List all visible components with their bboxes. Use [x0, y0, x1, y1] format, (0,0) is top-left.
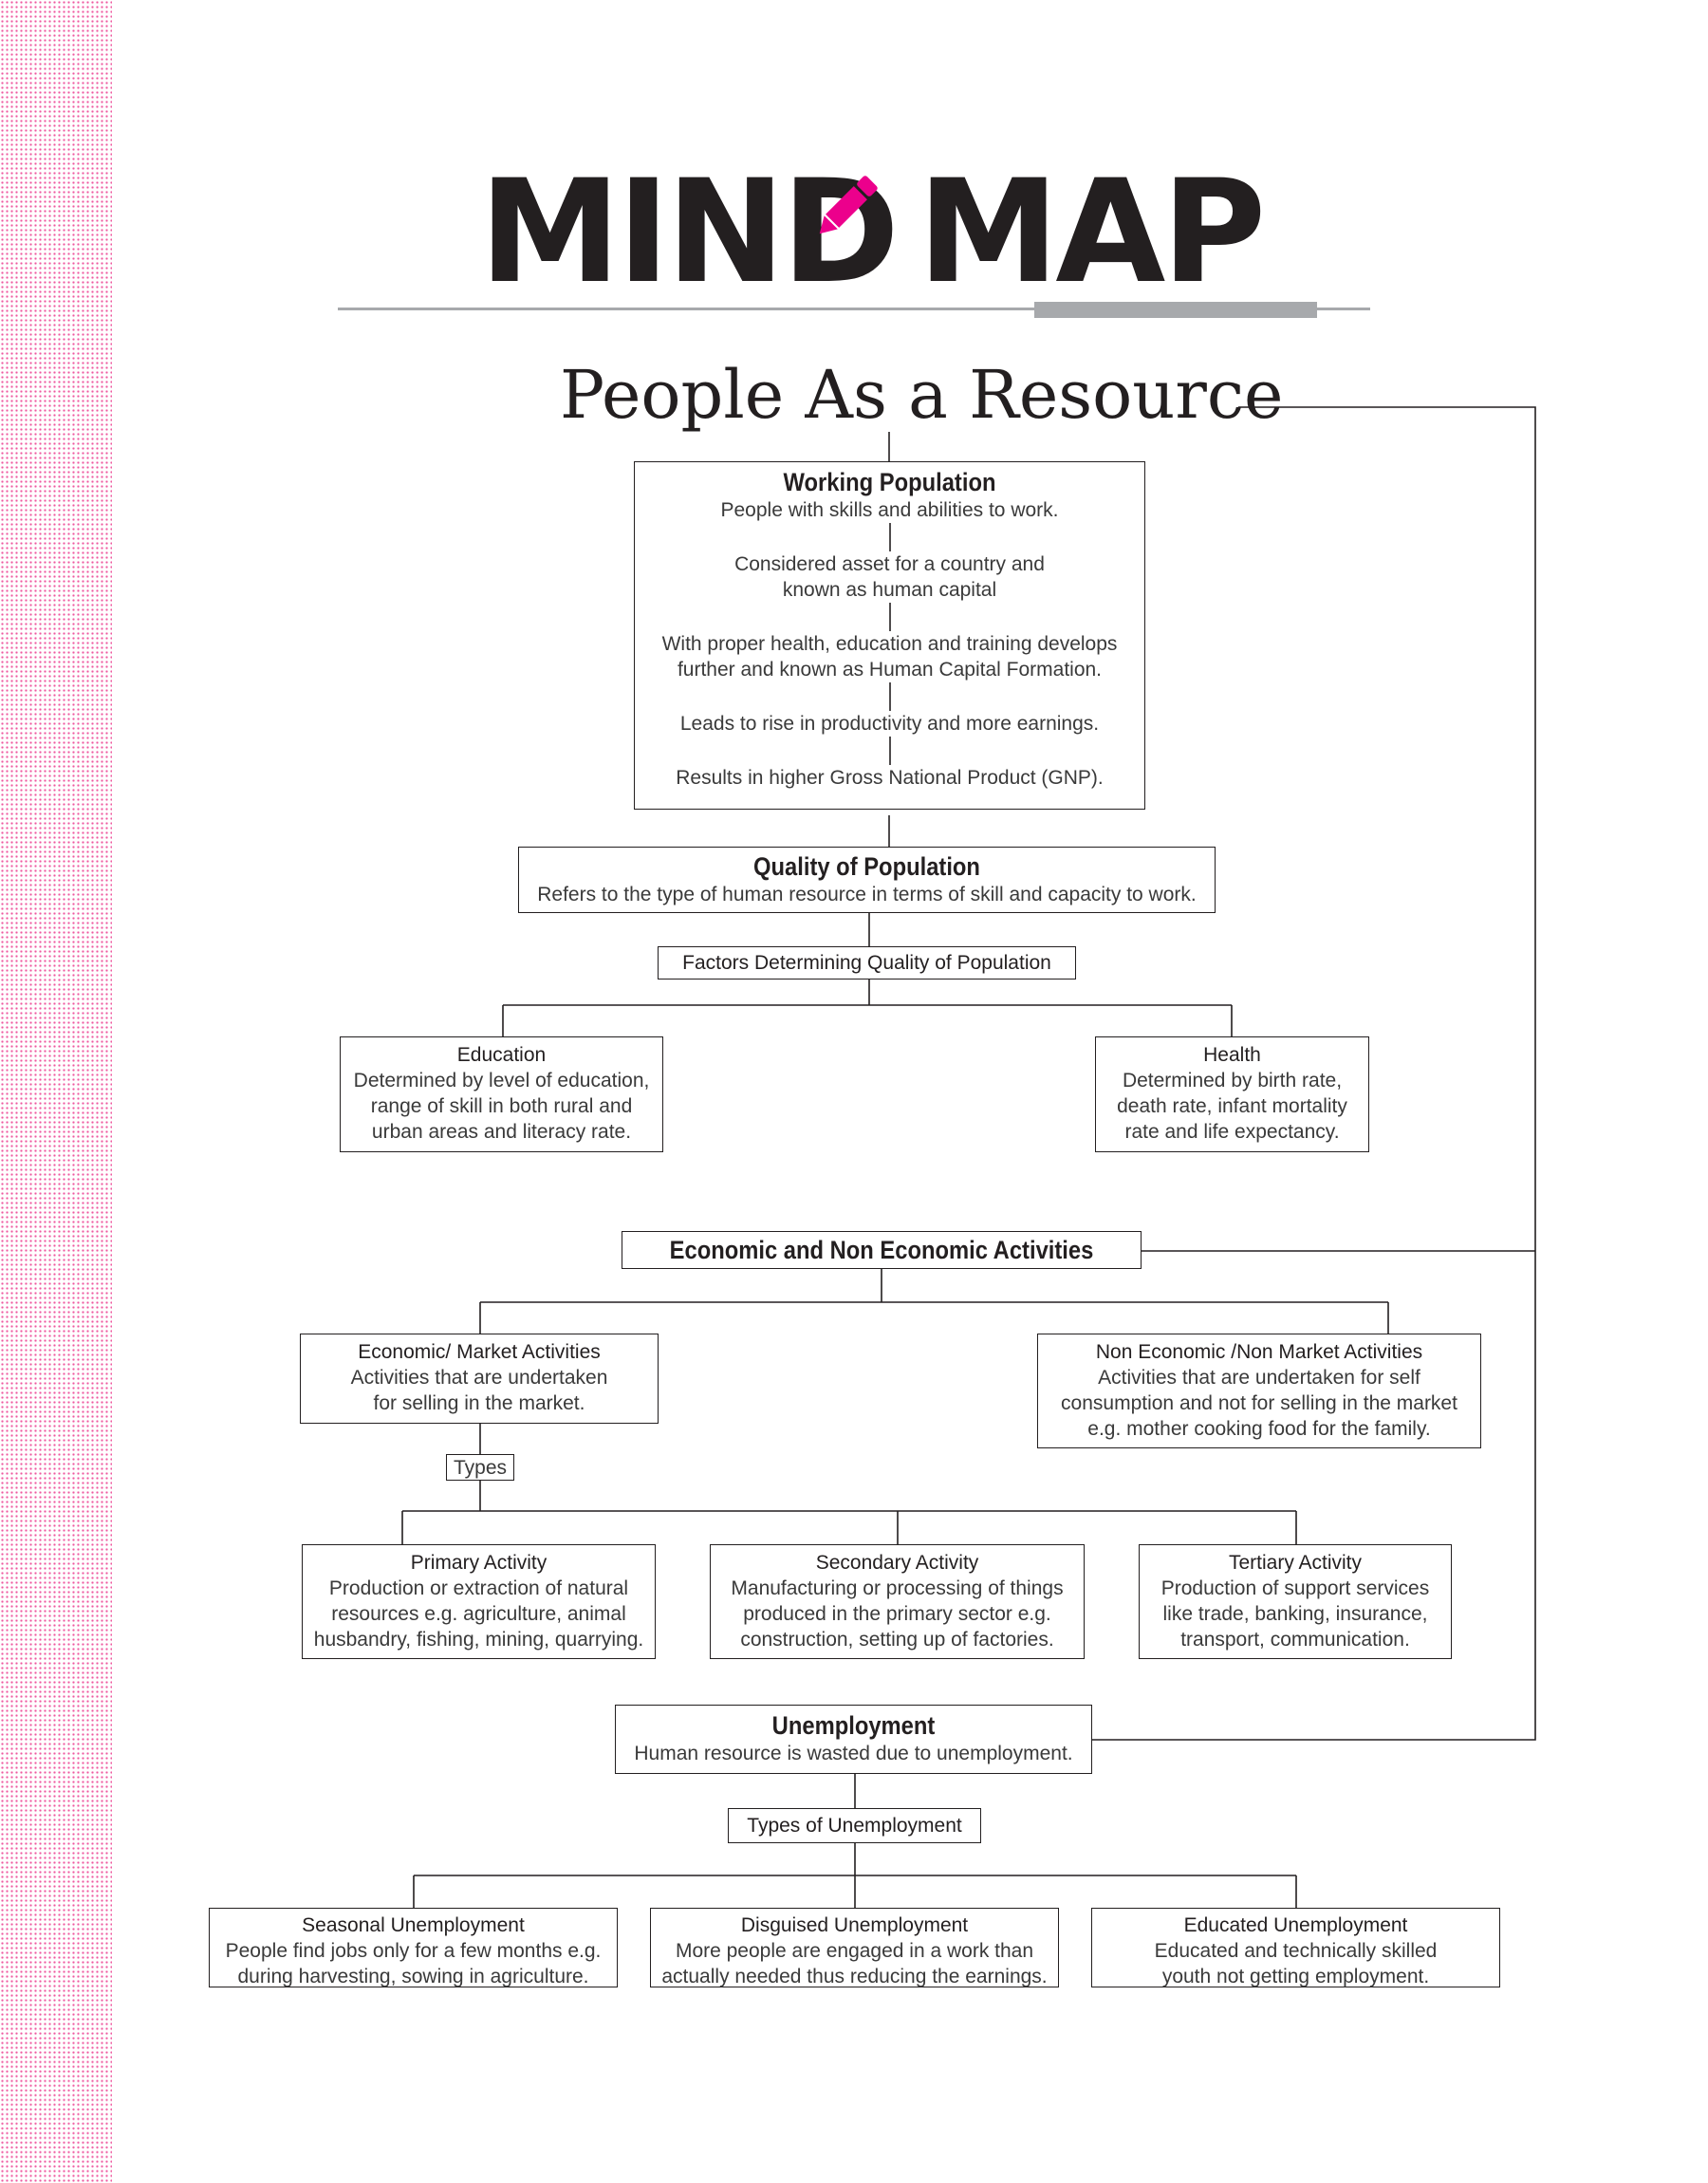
non-economic-box: Non Economic /Non Market Activities Acti…: [1037, 1334, 1481, 1448]
unemployment-types-label: Types of Unemployment: [747, 1815, 962, 1837]
non-economic-text: Activities that are undertaken for self …: [1061, 1367, 1457, 1440]
pencil-icon: [819, 176, 878, 234]
seasonal-box: Seasonal Unemployment People find jobs o…: [209, 1908, 618, 1987]
educated-text: Educated and technically skilled youth n…: [1154, 1940, 1438, 1987]
dotted-margin: [0, 0, 112, 2183]
connector-activities-branches: [479, 1269, 1389, 1334]
primary-text: Production or extraction of natural reso…: [313, 1577, 644, 1651]
types-label-box: Types: [446, 1454, 514, 1481]
working-population-box: Working Population People with skills an…: [634, 461, 1145, 810]
types-label: Types: [453, 1457, 508, 1479]
disguised-text: More people are engaged in a work than a…: [661, 1940, 1048, 1987]
connector-right-trunk: [1092, 406, 1536, 1741]
logo-mind-word: MIND: [479, 150, 900, 315]
education-text: Determined by level of education, range …: [353, 1070, 650, 1143]
activities-heading: Economic and Non Economic Activities: [669, 1236, 1094, 1264]
page-title: People As a Resource: [560, 356, 1284, 434]
title-rule: [338, 308, 1370, 310]
educated-heading: Educated Unemployment: [1183, 1914, 1408, 1936]
unemployment-box: Unemployment Human resource is wasted du…: [615, 1705, 1092, 1774]
title-rule-accent: [1034, 302, 1317, 318]
tertiary-text: Production of support services like trad…: [1160, 1577, 1430, 1651]
education-box: Education Determined by level of educati…: [340, 1036, 663, 1152]
working-population-heading: Working Population: [783, 468, 996, 496]
tertiary-box: Tertiary Activity Production of support …: [1139, 1544, 1452, 1659]
wp-step-3: With proper health, education and traini…: [661, 633, 1118, 681]
quality-text: Refers to the type of human resource in …: [537, 884, 1197, 905]
health-box: Health Determined by birth rate, death r…: [1095, 1036, 1369, 1152]
wp-step-divider: [888, 682, 891, 711]
health-text: Determined by birth rate, death rate, in…: [1117, 1070, 1347, 1143]
education-heading: Education: [456, 1044, 547, 1066]
secondary-box: Secondary Activity Manufacturing or proc…: [710, 1544, 1085, 1659]
logo-map-word: MAP: [918, 150, 1266, 315]
wp-step-2: Considered asset for a country and known…: [734, 553, 1045, 601]
secondary-text: Manufacturing or processing of things pr…: [731, 1577, 1064, 1651]
primary-heading: Primary Activity: [410, 1552, 548, 1574]
factors-label-box: Factors Determining Quality of Populatio…: [658, 946, 1076, 980]
wp-step-4: Leads to rise in productivity and more e…: [679, 713, 1100, 735]
unemployment-text: Human resource is wasted due to unemploy…: [634, 1743, 1073, 1764]
wp-step-1: People with skills and abilities to work…: [720, 499, 1059, 521]
connector-factors-branches: [502, 979, 1233, 1037]
activities-box: Economic and Non Economic Activities: [622, 1231, 1142, 1269]
economic-heading: Economic/ Market Activities: [358, 1341, 601, 1363]
connector-types-branches: [401, 1480, 1297, 1545]
seasonal-text: People find jobs only for a few months e…: [225, 1940, 602, 1987]
disguised-box: Disguised Unemployment More people are e…: [650, 1908, 1059, 1987]
wp-step-divider: [888, 523, 891, 551]
economic-text: Activities that are undertaken for selli…: [350, 1367, 608, 1414]
wp-step-divider: [888, 737, 891, 765]
unemployment-heading: Unemployment: [771, 1711, 936, 1740]
mind-map-logo: MIND MAP: [479, 150, 1266, 315]
factors-label: Factors Determining Quality of Populatio…: [682, 952, 1051, 974]
primary-box: Primary Activity Production or extractio…: [302, 1544, 656, 1659]
quality-box: Quality of Population Refers to the type…: [518, 847, 1216, 913]
non-economic-heading: Non Economic /Non Market Activities: [1095, 1341, 1423, 1363]
tertiary-heading: Tertiary Activity: [1228, 1552, 1363, 1574]
disguised-heading: Disguised Unemployment: [740, 1914, 969, 1936]
health-heading: Health: [1203, 1044, 1261, 1066]
economic-box: Economic/ Market Activities Activities t…: [300, 1334, 659, 1424]
educated-box: Educated Unemployment Educated and techn…: [1091, 1908, 1500, 1987]
wp-step-5: Results in higher Gross National Product…: [676, 767, 1104, 789]
wp-step-divider: [888, 603, 891, 631]
secondary-heading: Secondary Activity: [815, 1552, 979, 1574]
quality-heading: Quality of Population: [753, 852, 980, 881]
seasonal-heading: Seasonal Unemployment: [302, 1914, 525, 1936]
unemployment-types-box: Types of Unemployment: [728, 1808, 981, 1843]
connector-unemp-branches: [413, 1843, 1297, 1909]
